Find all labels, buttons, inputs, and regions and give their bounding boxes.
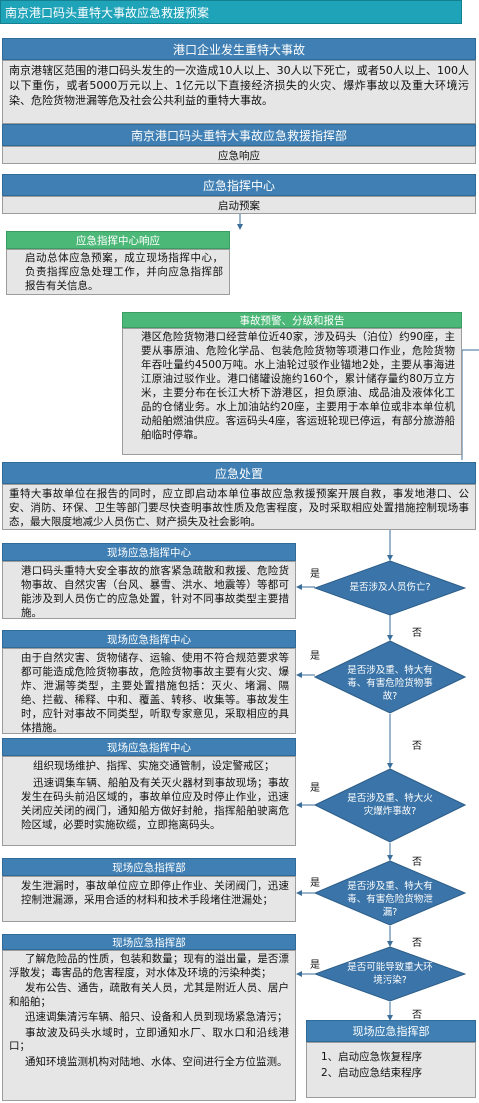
decision-diamond-5 [314, 946, 466, 1002]
recovery-item-2: 2、启动应急结束程序 [321, 1067, 423, 1079]
no-label-3: 否 [412, 857, 422, 868]
block-command-center-text: 启动预案 [2, 196, 476, 214]
hazmat-text: 由于自然灾害、货物储存、运输、使用不符合规范要求等都可能造成危险货物事故，危险货… [2, 648, 296, 734]
recovery-list: 1、启动应急恢复程序 2、启动应急结束程序 [306, 1042, 476, 1098]
decision-diamond-1 [314, 560, 466, 616]
decision-2-text: 是否涉及重、特大有毒、有害危险货物事故? [347, 665, 433, 702]
casualty-header: 现场应急指挥中心 [2, 543, 296, 561]
decision-1-text: 是否涉及人员伤亡? [349, 582, 431, 593]
leak-text: 发生泄漏时，事故单位应立即停止作业、关闭阀门，迅速控制泄漏源，采用合适的材料和技… [2, 876, 296, 922]
no-label-5: 否 [412, 1010, 422, 1021]
fire-text-p2: 迅速调集车辆、船舶及有关灭火器材到事故现场；事故发生在码头前沿区域的，事故单位应… [21, 777, 289, 831]
hazmat-header: 现场应急指挥中心 [2, 630, 296, 648]
block-headquarters-text: 应急响应 [2, 146, 476, 164]
decision-diamond-3 [314, 768, 466, 843]
fire-text: 组织现场维护、指挥、实施交通管制，设定警戒区； 迅速调集车辆、船舶及有关灭火器材… [2, 756, 296, 846]
fire-text-p1: 组织现场维护、指挥、实施交通管制，设定警戒区； [33, 760, 275, 772]
casualty-text: 港口码头重特大安全事故的旅客紧急疏散和救援、危险货物事故、自然灾害（台风、暴雪、… [2, 561, 296, 619]
yes-label-5: 是 [310, 960, 320, 971]
leak-header: 现场应急指挥部 [2, 858, 296, 876]
decision-diamond-4 [314, 860, 466, 926]
pollution-p1: 了解危险品的性质，包装和数量；现有的溢出量，是否漂浮散发；毒害品的危害程度，对水… [9, 953, 289, 979]
block-disposal-text: 重特大事故单位在报告的同时，应立即启动本单位事故应急救援预案开展自救，事发地港口… [2, 484, 476, 530]
block-incident-text: 南京港辖区范围的港口码头发生的一次造成10人以上、30人以下死亡，或者50人以上… [2, 60, 476, 124]
block-disposal-header: 应急处置 [2, 462, 476, 484]
pollution-header: 现场应急指挥部 [2, 934, 296, 950]
recovery-item-1: 1、启动应急恢复程序 [321, 1051, 423, 1063]
yes-label-3: 是 [310, 783, 320, 794]
no-label-2: 否 [412, 741, 422, 752]
yes-label-1: 是 [310, 569, 320, 580]
block-warning-text: 港区危险货物港口经营单位近40家，涉及码头（泊位）约90座，主要从事原油、危险化… [122, 328, 462, 455]
decision-diamond-2 [314, 640, 466, 714]
pollution-p3: 迅速调集清污车辆、船只、设备和人员到现场紧急清污； [25, 1011, 288, 1023]
recovery-header: 现场应急指挥部 [306, 1020, 476, 1042]
decision-3-text: 是否涉及重、特大火灾爆炸事故? [347, 793, 433, 817]
block-warning-header: 事故预警、分级和报告 [122, 312, 462, 328]
no-label-4: 否 [412, 938, 422, 949]
block-response-text: 启动总体应急预案，成立现场指挥中心，负责指挥应急处理工作，并向应急指挥部报告有关… [6, 249, 230, 295]
yes-label-4: 是 [310, 878, 320, 889]
pollution-p5: 通知环境监测机构对陆地、水体、空间进行全方位监测。 [25, 1055, 288, 1068]
decision-4-text: 是否涉及重、特大有毒、有害危险货物泄漏? [347, 881, 433, 918]
block-command-center-header: 应急指挥中心 [2, 174, 476, 196]
no-label-1: 否 [412, 628, 422, 639]
yes-label-2: 是 [310, 651, 320, 662]
pollution-text: 了解危险品的性质，包装和数量；现有的溢出量，是否漂浮散发；毒害品的危害程度，对水… [2, 950, 296, 1101]
block-response-header: 应急指挥中心响应 [6, 231, 230, 249]
pollution-p2: 发布公告、通告，疏散有关人员，尤其是附近人员、居户和船舶； [9, 982, 289, 1008]
page-title: 南京港口码头重特大事故应急救援预案 [0, 0, 462, 24]
block-incident-header: 港口企业发生重特大事故 [2, 38, 476, 60]
block-headquarters-header: 南京港口码头重特大事故应急救援指挥部 [2, 124, 476, 146]
decision-5-text: 是否可能导致重大环境污染? [347, 962, 433, 986]
pollution-p4: 事故波及码头水域时，立即通知水厂、取水口和沿线港口； [9, 1026, 289, 1053]
fire-header: 现场应急指挥中心 [2, 738, 296, 756]
